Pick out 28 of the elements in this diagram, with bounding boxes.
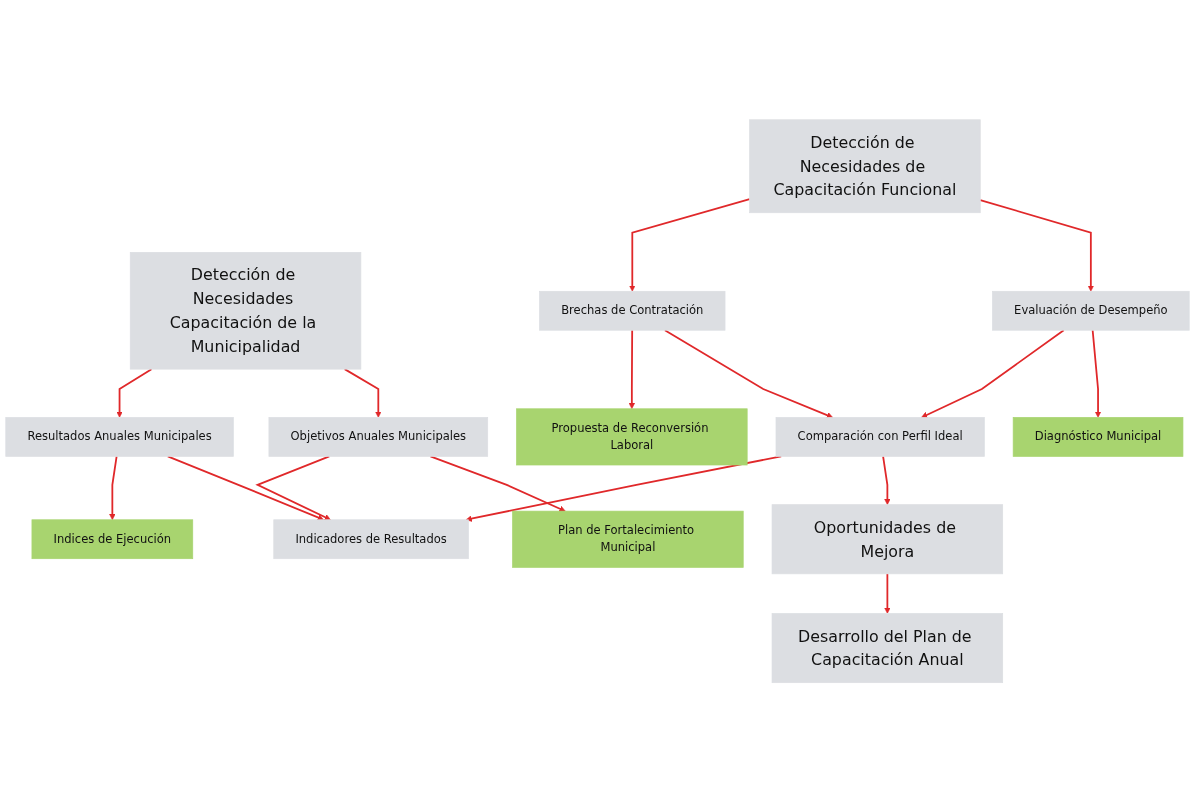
arrow [664, 329, 833, 418]
node-box: Indices de Ejecución [31, 519, 194, 559]
node-box: Detección de Necesidades Capacitación de la Municipalidad [129, 251, 362, 370]
node-box: Plan de Fortalecimiento Municipal [512, 510, 744, 568]
arrow [884, 572, 891, 614]
node-box: Evaluación de Desempeño [992, 290, 1190, 331]
node-box: Objetivos Anuales Municipales [268, 416, 489, 457]
node-box: Propuesta de Reconversión Laboral [516, 408, 748, 466]
arrow [166, 455, 324, 521]
arrow [116, 368, 153, 418]
node-box: Desarrollo del Plan de Capacitación Anual [771, 612, 1004, 683]
node-box: Detección de Necesidades de Capacitación Funcional [749, 119, 981, 213]
arrow [429, 455, 566, 512]
arrow [921, 329, 1065, 418]
arrow [343, 368, 382, 418]
arrow [255, 455, 331, 520]
node-box: Indicadores de Resultados [273, 519, 469, 559]
arrow [882, 455, 891, 505]
node-box: Oportunidades de Mejora [771, 504, 1004, 574]
arrow [1091, 329, 1102, 418]
arrow [628, 329, 635, 409]
node-box: Diagnóstico Municipal [1012, 416, 1184, 457]
node-box: Comparación con Perfil Ideal [775, 416, 985, 457]
arrow [109, 455, 118, 520]
node-box: Resultados Anuales Municipales [5, 416, 234, 457]
arrow [629, 198, 751, 292]
node-box: Brechas de Contratación [539, 290, 726, 331]
arrow [979, 199, 1094, 292]
